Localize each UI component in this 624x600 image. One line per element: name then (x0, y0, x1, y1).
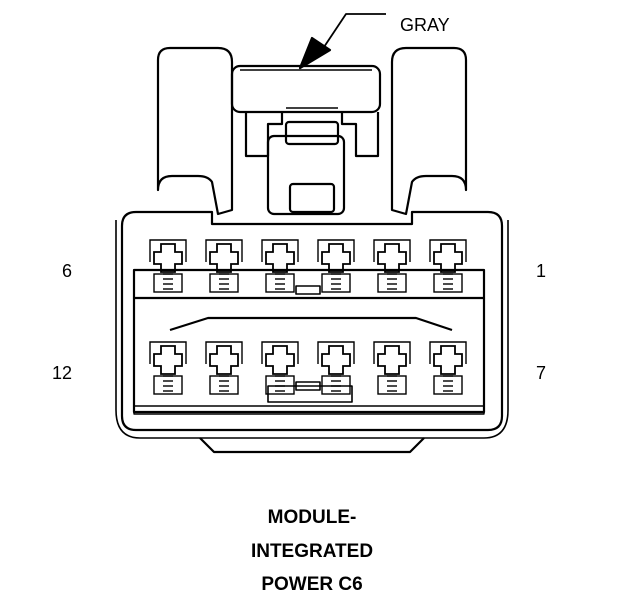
terminal-cavity (149, 341, 187, 395)
connector-body (120, 210, 504, 432)
pin-label-1: 1 (536, 261, 547, 281)
connector-housing (156, 46, 234, 216)
lock-stem (244, 112, 284, 158)
terminal-cavity (261, 341, 299, 395)
terminal-cavity (205, 341, 243, 395)
callout-arrowhead (298, 36, 332, 70)
pin-label-7: 7 (536, 363, 547, 383)
key-slot-upper (295, 285, 321, 295)
caption-line-3: POWER C6 (261, 574, 363, 595)
connector-housing-right (390, 46, 468, 216)
terminal-cavity (429, 341, 467, 395)
lock-latch (230, 64, 382, 114)
terminal-cavity (149, 239, 187, 293)
pin-label-6: 6 (62, 261, 73, 281)
pin-label-12: 12 (52, 363, 73, 383)
terminal-cavity (205, 239, 243, 293)
lower-cavity-frame (132, 298, 486, 414)
lock-tab (266, 134, 346, 216)
upper-cavity-frame (132, 268, 486, 300)
terminal-cavity (373, 239, 411, 293)
callout-label: GRAY (400, 15, 450, 35)
terminal-cavity (261, 239, 299, 293)
terminal-cavity (429, 239, 467, 293)
caption-line-2: INTEGRATED (250, 541, 374, 562)
callout-line (317, 13, 386, 57)
connector-skirt (199, 437, 425, 454)
terminal-cavity (317, 341, 355, 395)
caption-line-1: MODULE- (267, 507, 357, 528)
terminal-cavity (373, 341, 411, 395)
terminal-cavity (317, 239, 355, 293)
connector-body-inner (115, 220, 509, 439)
